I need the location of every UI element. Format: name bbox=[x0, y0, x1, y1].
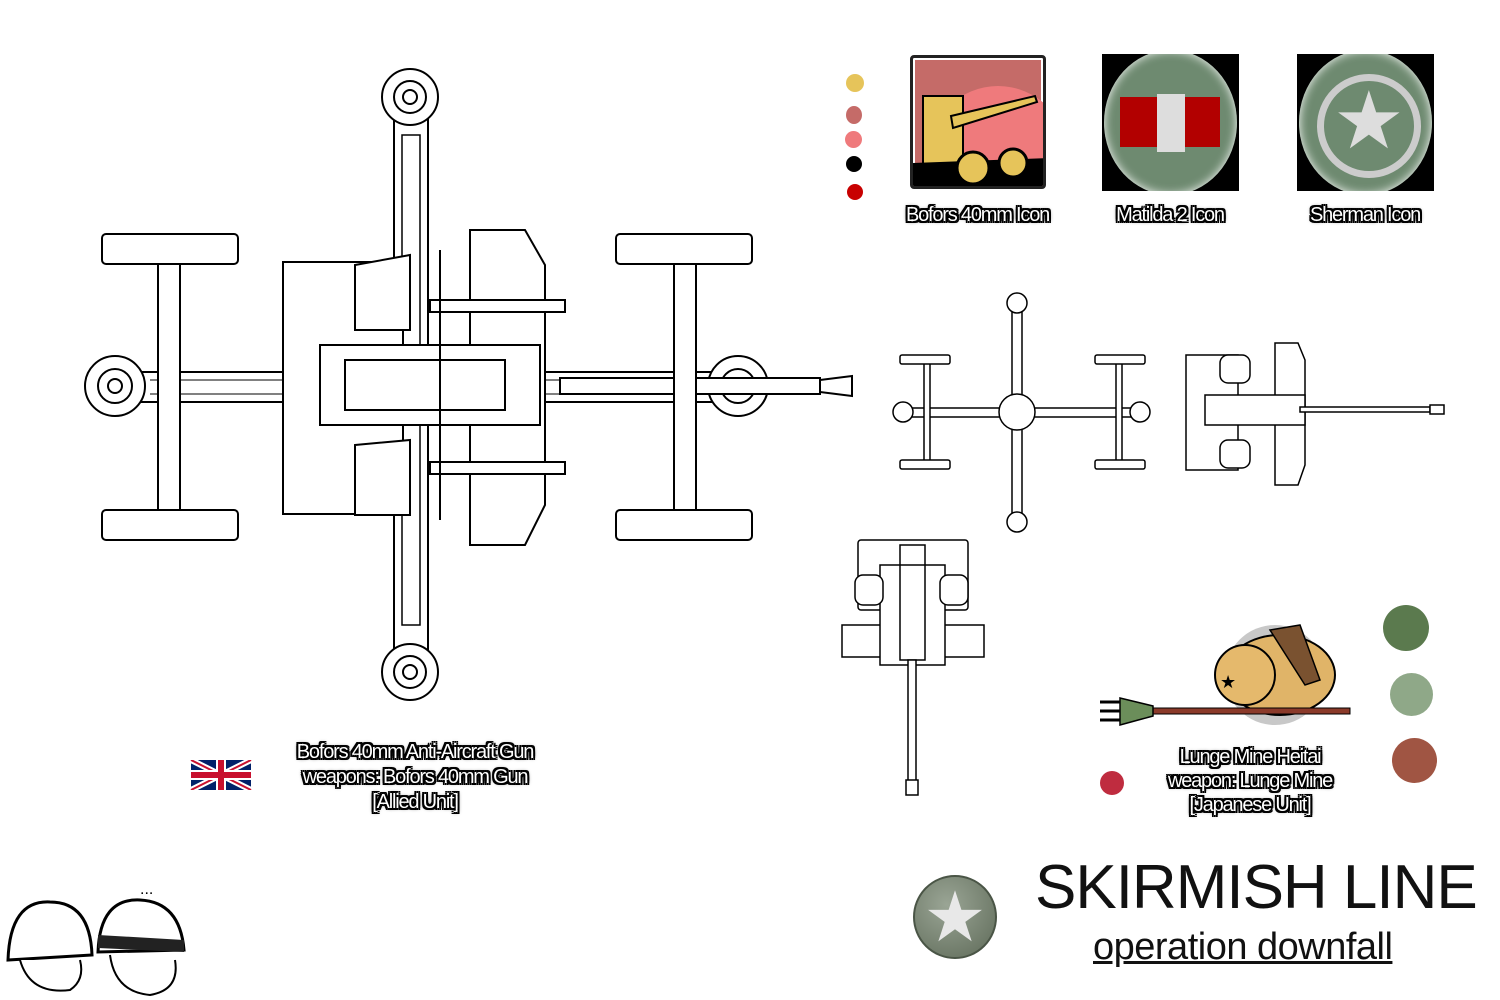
star-badge-logo: ★ bbox=[913, 875, 997, 959]
svg-text:★: ★ bbox=[1220, 672, 1236, 692]
helmet-characters-illustration: ... bbox=[6, 881, 186, 997]
uk-flag-icon bbox=[190, 760, 252, 790]
palette-swatch-pink bbox=[845, 131, 862, 148]
lunge-mine-unit-info: Lunge Mine Heitai weapon: Lunge Mine [Ja… bbox=[1140, 745, 1360, 817]
palette-swatch-red bbox=[847, 184, 863, 200]
enemy-marker-dot bbox=[1100, 771, 1124, 795]
unit-weapons: weapon: Lunge Mine bbox=[1167, 770, 1333, 792]
palette-swatch-dark-green bbox=[1383, 605, 1429, 651]
palette-swatch-black bbox=[846, 156, 862, 172]
svg-text:...: ... bbox=[140, 881, 153, 898]
palette-swatch-yellow bbox=[846, 74, 864, 92]
sherman-icon-label: Sherman Icon bbox=[1309, 204, 1421, 226]
unit-name: Lunge Mine Heitai bbox=[1179, 746, 1322, 768]
unit-weapons: weapons: Bofors 40mm Gun bbox=[302, 766, 529, 788]
palette-swatch-brown-red bbox=[1392, 738, 1437, 783]
unit-name: Bofors 40mm Anti-Aircraft Gun bbox=[296, 741, 535, 763]
bofors-icon bbox=[910, 55, 1046, 189]
unit-faction: [Japanese Unit] bbox=[1189, 794, 1312, 816]
matilda-icon bbox=[1102, 54, 1239, 191]
bofors-unit-info: Bofors 40mm Anti-Aircraft Gun weapons: B… bbox=[255, 740, 575, 815]
game-title: SKIRMISH LINE bbox=[1035, 853, 1478, 922]
bofors-icon-label: Bofors 40mm Icon bbox=[905, 204, 1050, 226]
palette-swatch-dusty-red bbox=[846, 106, 862, 124]
game-subtitle: operation downfall bbox=[1093, 926, 1393, 968]
matilda-icon-label: Matilda 2 Icon bbox=[1116, 204, 1225, 226]
lunge-mine-soldier-illustration: ★ bbox=[1100, 624, 1351, 726]
unit-faction: [Allied Unit] bbox=[372, 791, 459, 813]
palette-swatch-sage bbox=[1390, 673, 1433, 716]
sherman-icon: ★ bbox=[1297, 54, 1434, 191]
